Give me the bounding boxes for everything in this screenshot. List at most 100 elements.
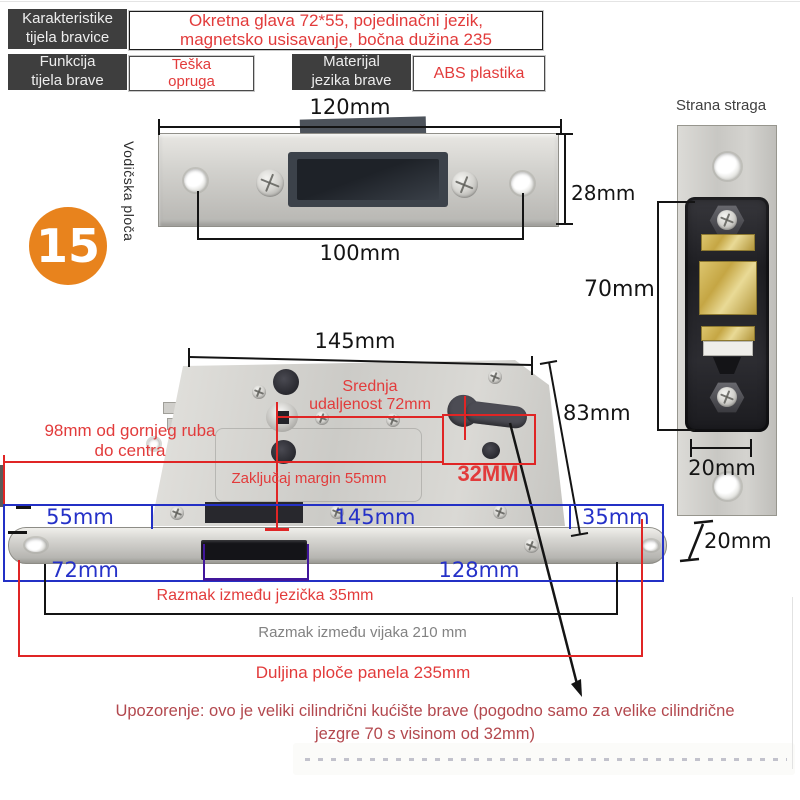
rear-brass-strip-top	[701, 234, 755, 251]
warning-text: Upozorenje: ovo je veliki cilindrični ku…	[115, 702, 735, 744]
faceplate-bottom-left-dim: 72mm	[51, 558, 119, 582]
blue-right-edge	[662, 504, 664, 582]
dim-tick	[560, 119, 562, 135]
red-72-line	[277, 416, 444, 418]
lock-body-seam	[215, 428, 422, 502]
rear-notch	[713, 357, 741, 374]
blue-top-line	[3, 504, 664, 506]
lock-body-top-hole	[273, 369, 299, 395]
red-98-line	[3, 461, 443, 463]
cylinder-size-label: 32MM	[457, 461, 519, 486]
panel-length-label: Duljina ploče panela 235mm	[255, 663, 471, 682]
center-distance-label: Srednja udaljenost 72mm	[309, 378, 431, 414]
rear-screw-top	[717, 210, 737, 230]
dim-tick	[690, 439, 692, 457]
lock-body-mid-hole	[271, 440, 296, 464]
characteristics-header: Karakteristike tijela bravice	[8, 9, 127, 49]
strike-plate-screw-right	[451, 171, 478, 198]
strike-plate-latch-hole-inner	[297, 159, 439, 200]
red-98-tick	[3, 455, 5, 507]
latch-bracket-left	[203, 544, 205, 581]
lock-height-label: 83mm	[563, 401, 631, 425]
rear-height-label: 70mm	[584, 277, 655, 302]
plate-left-edge-shadow	[0, 465, 5, 507]
screw-bracket-left	[44, 564, 46, 615]
lock-body-screw	[170, 506, 184, 520]
blue-tick	[151, 504, 153, 529]
panel-box-bottom	[18, 655, 643, 657]
red-center-tick	[265, 528, 289, 531]
cutoff-text-strip	[293, 743, 795, 775]
dim-leader	[197, 191, 199, 240]
faceplate-bottom-right-dim: 128mm	[438, 558, 520, 582]
strike-height-label: 28mm	[571, 181, 636, 205]
faceplate-screw	[524, 538, 539, 553]
lock-body-small-hole	[482, 442, 500, 459]
faceplate-hole-right	[643, 540, 659, 551]
strike-plate-side-label: Vodičska ploča	[121, 141, 137, 242]
edge-mark	[16, 506, 31, 509]
red-32mm-box	[442, 414, 536, 465]
rear-plate-hole-bottom	[714, 473, 741, 500]
dim-tick	[556, 133, 573, 135]
strike-plate-hole-left	[184, 169, 207, 192]
rear-brass-strip-bottom	[701, 326, 755, 341]
dim-line	[197, 238, 524, 240]
screw-bracket-right	[616, 562, 618, 615]
faceplate-thickness-dim: 20mm	[704, 529, 772, 553]
strike-plate-hole-right	[511, 172, 534, 195]
top-edge-distance-label: 98mm od gornjeg ruba do centra	[44, 421, 216, 461]
lock-body-screw	[315, 411, 329, 425]
material-header: Materijal jezika brave	[292, 53, 411, 90]
screw-distance-label: Razmak između vijaka 210 mm	[258, 624, 467, 641]
rear-view-title: Strana straga	[676, 97, 767, 114]
dim-tick	[750, 439, 752, 457]
strike-plate-screw-left	[256, 169, 284, 197]
lock-body-screw	[252, 385, 266, 399]
dim-line	[691, 447, 752, 449]
rear-plate-hole-top	[714, 153, 741, 180]
faceplate-hole-left	[25, 538, 47, 552]
right-faint-border	[792, 597, 793, 769]
strike-width-label: 120mm	[309, 95, 391, 119]
panel-box-right	[641, 519, 643, 657]
screw-bracket-line	[44, 613, 618, 615]
latch-bracket-right	[307, 544, 309, 581]
dim-tick	[158, 119, 160, 135]
cutoff-text-marks	[305, 758, 787, 761]
rear-brass-block	[699, 261, 757, 315]
lock-body-screw	[330, 505, 344, 519]
dim-tick	[657, 429, 695, 431]
rear-width-label: 20mm	[688, 456, 756, 480]
latch-bracket-bottom	[203, 578, 309, 581]
top-divider	[0, 1, 800, 2]
rear-white-slider	[703, 341, 753, 356]
panel-box-left	[18, 560, 20, 657]
red-center-line	[276, 402, 278, 530]
faceplate-left-dim: 55mm	[46, 505, 114, 529]
lock-width-label: 145mm	[314, 329, 396, 353]
lock-margin-label: Zaključaj margin 55mm	[231, 470, 387, 487]
characteristics-value: Okretna glava 72*55, pojedinačni jezik, …	[128, 10, 544, 51]
lock-body-screw	[488, 370, 502, 384]
blue-left-edge	[3, 504, 5, 582]
latch-distance-label: Razmak između jezička 35mm	[156, 587, 374, 604]
dim-leader	[522, 193, 524, 240]
blue-tick	[569, 504, 571, 529]
badge-number: 15	[29, 207, 107, 285]
blue-bottom-line	[3, 580, 664, 582]
latch-block-upper	[205, 502, 303, 523]
rear-screw-bottom	[717, 387, 737, 407]
lock-body-screw	[493, 505, 507, 519]
dim-tick	[657, 201, 695, 203]
strike-hole-spacing-label: 100mm	[319, 241, 401, 265]
dim-tick	[556, 223, 573, 225]
dim-line	[158, 126, 562, 128]
faceplate-center-dim: 145mm	[334, 505, 416, 529]
red-cylinder-tick	[464, 396, 466, 440]
magnetic-latch	[201, 540, 307, 560]
function-value: Teška opruga	[128, 55, 255, 92]
edge-mark	[8, 531, 27, 534]
faceplate-right-dim: 35mm	[582, 505, 650, 529]
